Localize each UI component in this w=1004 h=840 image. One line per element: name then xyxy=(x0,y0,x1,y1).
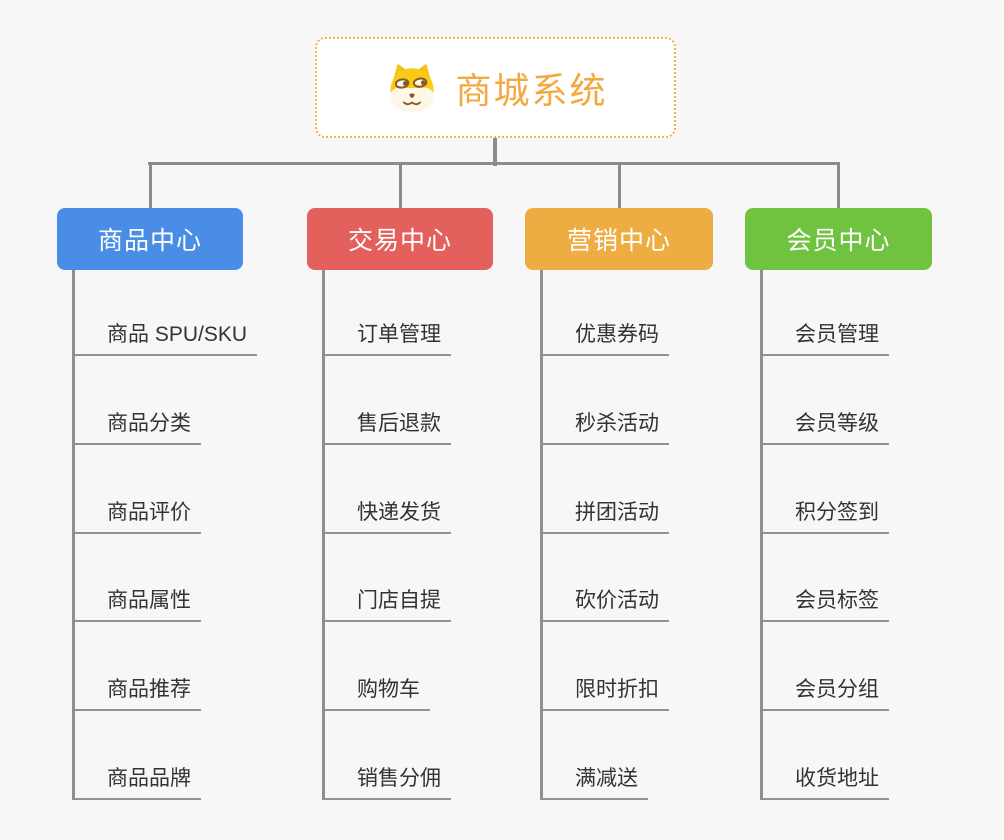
branch-label: 交易中心 xyxy=(347,227,452,255)
leaf-item[interactable]: 订单管理 xyxy=(325,321,451,356)
leaf-item[interactable]: 满减送 xyxy=(543,765,648,800)
leaf-item[interactable]: 商品属性 xyxy=(75,587,201,622)
leaf-item[interactable]: 拼团活动 xyxy=(543,499,669,534)
leaf-item[interactable]: 积分签到 xyxy=(763,499,889,534)
root-title: 商城系统 xyxy=(455,69,608,111)
leaf-item[interactable]: 优惠券码 xyxy=(543,321,669,356)
leaf-item[interactable]: 会员等级 xyxy=(763,410,889,445)
leaf-item[interactable]: 商品推荐 xyxy=(75,676,201,711)
leaf-item[interactable]: 商品品牌 xyxy=(75,765,201,800)
branch-product-center[interactable]: 商品中心 xyxy=(57,208,243,270)
connector-stub-product xyxy=(149,162,152,209)
branch-label: 会员中心 xyxy=(786,227,891,255)
leaf-item[interactable]: 门店自提 xyxy=(325,587,451,622)
leaf-item[interactable]: 销售分佣 xyxy=(325,765,451,800)
leaf-item[interactable]: 售后退款 xyxy=(325,410,451,445)
leaf-item[interactable]: 收货地址 xyxy=(763,765,889,800)
leaf-item[interactable]: 会员分组 xyxy=(763,676,889,711)
branch-member-center[interactable]: 会员中心 xyxy=(745,208,932,270)
branch-children-member-center: 会员管理 会员等级 积分签到 会员标签 会员分组 收货地址 xyxy=(760,270,1000,800)
root-node[interactable]: 商城系统 xyxy=(315,37,676,138)
branch-label: 商品中心 xyxy=(97,227,202,255)
connector-root-stub xyxy=(493,138,497,166)
leaf-item[interactable]: 限时折扣 xyxy=(543,676,669,711)
branch-trade-center[interactable]: 交易中心 xyxy=(307,208,493,270)
leaf-item[interactable]: 秒杀活动 xyxy=(543,410,669,445)
leaf-item[interactable]: 商品评价 xyxy=(75,499,201,534)
connector-stub-trade xyxy=(399,162,402,209)
connector-stub-marketing xyxy=(618,162,621,209)
leaf-item[interactable]: 会员管理 xyxy=(763,321,889,356)
connector-horizontal xyxy=(148,162,839,165)
branch-children-trade-center: 订单管理 售后退款 快递发货 门店自提 购物车 销售分佣 xyxy=(322,270,562,800)
leaf-item[interactable]: 砍价活动 xyxy=(543,587,669,622)
branch-marketing-center[interactable]: 营销中心 xyxy=(525,208,713,270)
leaf-item[interactable]: 商品分类 xyxy=(75,410,201,445)
leaf-item[interactable]: 购物车 xyxy=(325,676,430,711)
branch-label: 营销中心 xyxy=(566,227,671,255)
connector-stub-member xyxy=(837,162,840,209)
leaf-item[interactable]: 商品 SPU/SKU xyxy=(75,321,258,356)
shiba-dog-icon xyxy=(390,63,435,112)
branch-children-product-center: 商品 SPU/SKU 商品分类 商品评价 商品属性 商品推荐 商品品牌 xyxy=(72,270,312,800)
leaf-item[interactable]: 会员标签 xyxy=(763,587,889,622)
leaf-item[interactable]: 快递发货 xyxy=(325,499,451,534)
branch-children-marketing-center: 优惠券码 秒杀活动 拼团活动 砍价活动 限时折扣 满减送 xyxy=(540,270,780,800)
